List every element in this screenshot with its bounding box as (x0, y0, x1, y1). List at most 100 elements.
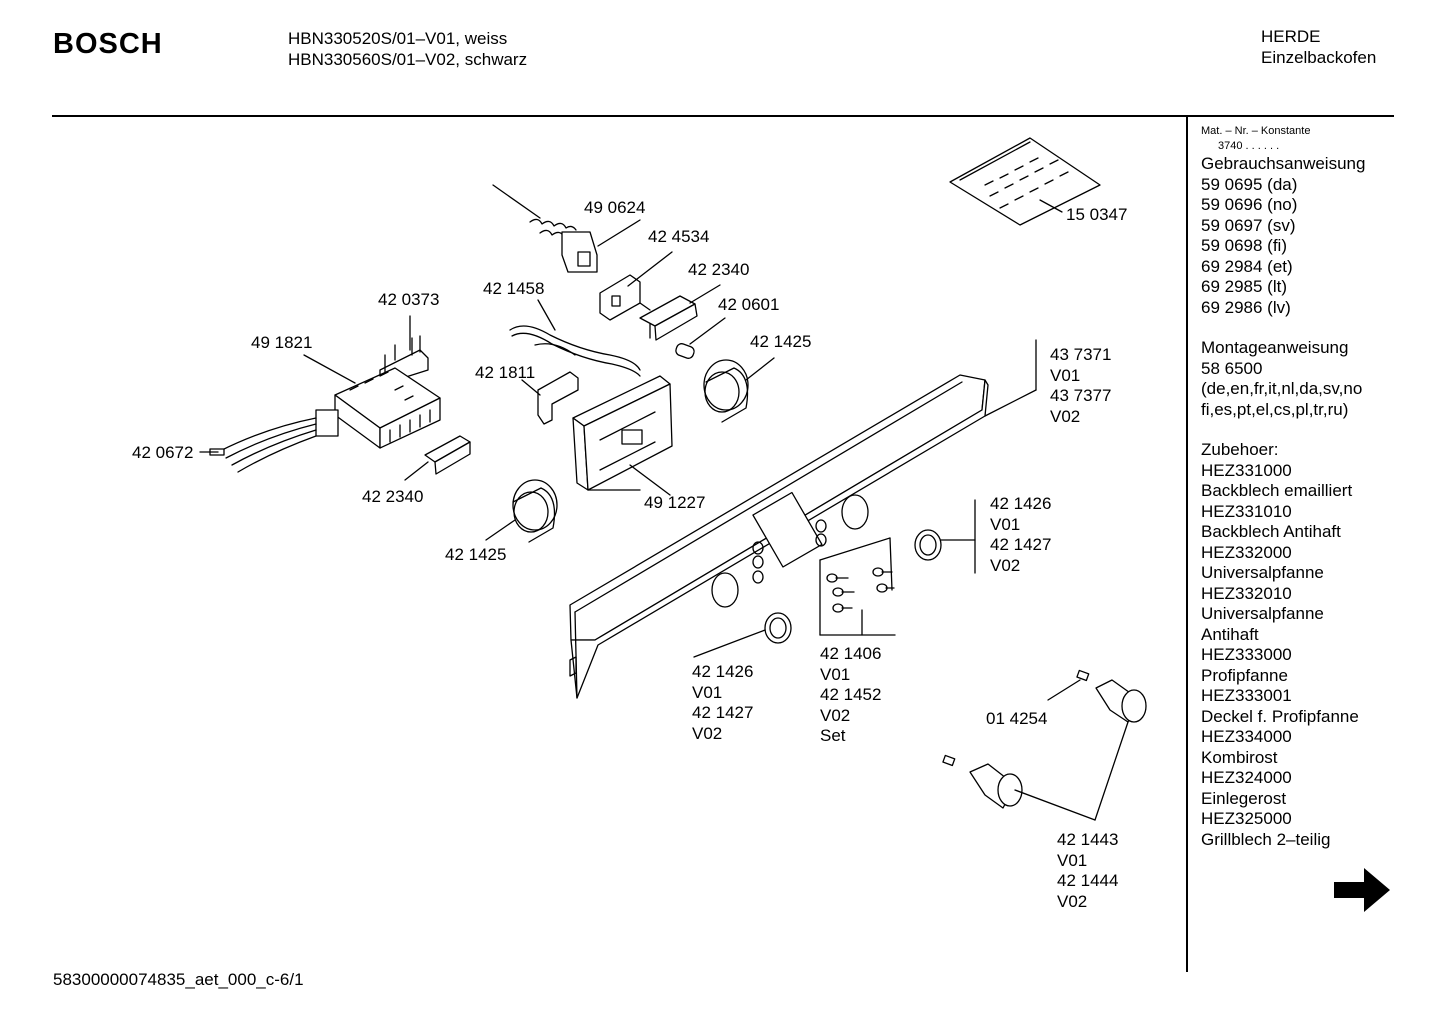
mat-number-code: 3740 . . . . . . (1218, 140, 1280, 152)
electronic-module (572, 375, 673, 496)
sidebar-line: Kombirost (1201, 747, 1278, 767)
exploded-parts-diagram (199, 137, 1147, 821)
arrow-right-icon[interactable] (1334, 868, 1390, 912)
sidebar-line: 59 0695 (da) (1201, 174, 1298, 194)
sidebar-line: Universalpfanne (1201, 604, 1324, 623)
screw-bag (949, 137, 1101, 226)
label-line: V02 (820, 705, 851, 725)
header-divider (52, 115, 1394, 117)
part-label: 42 4534 (648, 227, 710, 246)
clip-424534 (599, 251, 673, 321)
label-line: 42 1427 (990, 535, 1052, 554)
sidebar-line: Backblech Antihaft (1201, 522, 1341, 541)
part-label-group: 42 1426 V01 42 1427 V02 (692, 662, 753, 744)
label-line: V01 (1050, 365, 1081, 385)
category-line: HERDE (1261, 27, 1321, 46)
label-line: 42 1406 (820, 644, 882, 663)
wire-leads (199, 409, 339, 473)
sidebar-line: Gebrauchsanweisung (1201, 154, 1366, 173)
clip-421811 (521, 371, 579, 425)
label-line: 43 7371 (1050, 345, 1112, 364)
sidebar-line: HEZ331000 (1201, 460, 1292, 480)
wire-harness (509, 299, 641, 377)
part-label: 49 1227 (644, 493, 706, 512)
label-line: 42 1426 (990, 494, 1052, 513)
sidebar-line: HEZ334000 (1201, 727, 1292, 746)
part-label: 42 1811 (475, 363, 536, 382)
sidebar-line: HEZ332010 (1201, 583, 1292, 603)
button-set (819, 537, 896, 636)
sidebar-line: Einlegerost (1201, 788, 1287, 808)
label-line: 42 1426 (692, 662, 754, 681)
label-line: V02 (1057, 891, 1088, 911)
sidebar-line: Profipfanne (1201, 665, 1288, 685)
sidebar-line: HEZ333001 (1201, 686, 1292, 705)
model-list: HBN330520S/01–V01, weiss HBN330560S/01–V… (288, 28, 527, 70)
sidebar-line: (de,en,fr,it,nl,da,sv,no (1201, 379, 1363, 398)
sidebar-line: 69 2985 (lt) (1201, 277, 1287, 296)
sidebar-line: 69 2986 (lv) (1201, 297, 1291, 317)
sidebar-line: HEZ331010 (1201, 501, 1292, 521)
sidebar-line: Antihaft (1201, 624, 1259, 644)
sidebar-line: 59 0696 (no) (1201, 195, 1298, 214)
label-line: V02 (1050, 406, 1081, 426)
control-panel (569, 339, 1037, 699)
part-label: 42 0601 (718, 295, 780, 314)
part-label-group: 42 1426 V01 42 1427 V02 (990, 494, 1051, 576)
model-line: HBN330520S/01–V01, weiss (288, 29, 508, 48)
label-line: 42 1452 (820, 685, 882, 704)
sidebar-line: HEZ333000 (1201, 645, 1292, 664)
label-line: V01 (1057, 850, 1088, 870)
part-label: 42 1425 (750, 332, 812, 351)
label-line: 42 1443 (1057, 830, 1119, 849)
label-line: V01 (820, 664, 851, 684)
section-instructions: Gebrauchsanweisung 59 0695 (da) 59 0696 … (1201, 154, 1365, 318)
part-label-group: 42 1406 V01 42 1452 V02 Set (820, 644, 881, 747)
part-label: 42 0373 (378, 290, 440, 309)
part-label: 42 0672 (132, 443, 194, 462)
mat-number-label: Mat. – Nr. – Konstante (1201, 125, 1311, 137)
sidebar-line: Deckel f. Profipfanne (1201, 706, 1359, 726)
sidebar-line: 69 2984 (et) (1201, 256, 1293, 276)
connector-422340-top (639, 284, 721, 341)
label-line: 43 7377 (1050, 386, 1112, 405)
part-label: 49 0624 (584, 198, 646, 217)
sidebar-line: 58 6500 (1201, 358, 1263, 378)
knob-sleeve-upper (703, 357, 775, 423)
label-line: 42 1444 (1057, 871, 1119, 890)
section-accessories: Zubehoer: HEZ331000 Backblech emailliert… (1201, 440, 1365, 850)
knob-sleeve-lower (485, 479, 558, 543)
control-knob-upper (1047, 669, 1147, 821)
sidebar-line: Universalpfanne (1201, 563, 1324, 582)
label-line: Set (820, 726, 846, 745)
sidebar-line: 59 0698 (fi) (1201, 236, 1287, 255)
sidebar-line: Zubehoer: (1201, 440, 1279, 459)
sidebar-line: HEZ325000 (1201, 809, 1292, 828)
sidebar-line: HEZ332000 (1201, 542, 1292, 562)
label-line: V01 (692, 682, 723, 702)
product-category: HERDE Einzelbackofen (1261, 26, 1376, 68)
part-label: 49 1821 (251, 333, 313, 352)
sidebar-divider (1186, 117, 1188, 972)
part-label: 42 2340 (362, 487, 424, 506)
part-label: 42 2340 (688, 260, 750, 279)
sidebar-line: Grillblech 2–teilig (1201, 829, 1331, 849)
model-line: HBN330560S/01–V02, schwarz (288, 50, 528, 69)
control-knob-lower (942, 754, 1096, 821)
part-label-group: 42 1443 V01 42 1444 V02 (1057, 830, 1118, 912)
label-line: 42 1427 (692, 703, 754, 722)
section-assembly: Montageanweisung 58 6500 (de,en,fr,it,nl… (1201, 338, 1365, 420)
part-label-group: 43 7371 V01 43 7377 V02 (1050, 345, 1111, 427)
part-label: 42 1425 (445, 545, 507, 564)
terminal-block (303, 354, 441, 449)
document-code: 58300000074835_aet_000_c-6/1 (53, 970, 304, 989)
category-line: Einzelbackofen (1261, 48, 1377, 67)
sidebar-line: Montageanweisung (1201, 338, 1349, 357)
bezel-ring-lower (693, 612, 792, 658)
part-label: 01 4254 (986, 709, 1048, 728)
part-label: 15 0347 (1066, 205, 1128, 224)
thermostat (492, 184, 641, 273)
sidebar-line: HEZ324000 (1201, 768, 1292, 787)
part-label: 42 1458 (483, 279, 545, 298)
document-sidebar: Mat. – Nr. – Konstante 3740 . . . . . . … (1201, 124, 1365, 850)
